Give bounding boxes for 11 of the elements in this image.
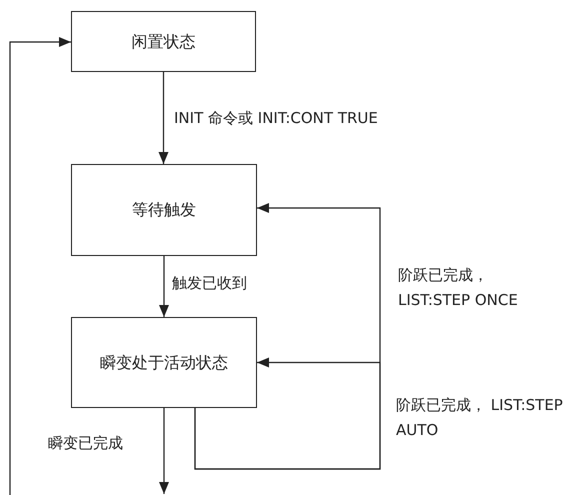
arrow [158, 72, 168, 164]
state-label: 瞬变处于活动状态 [99, 352, 229, 374]
state-box [71, 317, 257, 408]
arrow [159, 408, 169, 494]
state-box [71, 164, 257, 256]
arrow [194, 358, 381, 470]
state-label: 等待触发 [131, 199, 197, 221]
state-label: 闲置状态 [130, 30, 196, 52]
state-box [71, 11, 256, 72]
arrow [9, 37, 71, 495]
arrow [159, 256, 169, 317]
